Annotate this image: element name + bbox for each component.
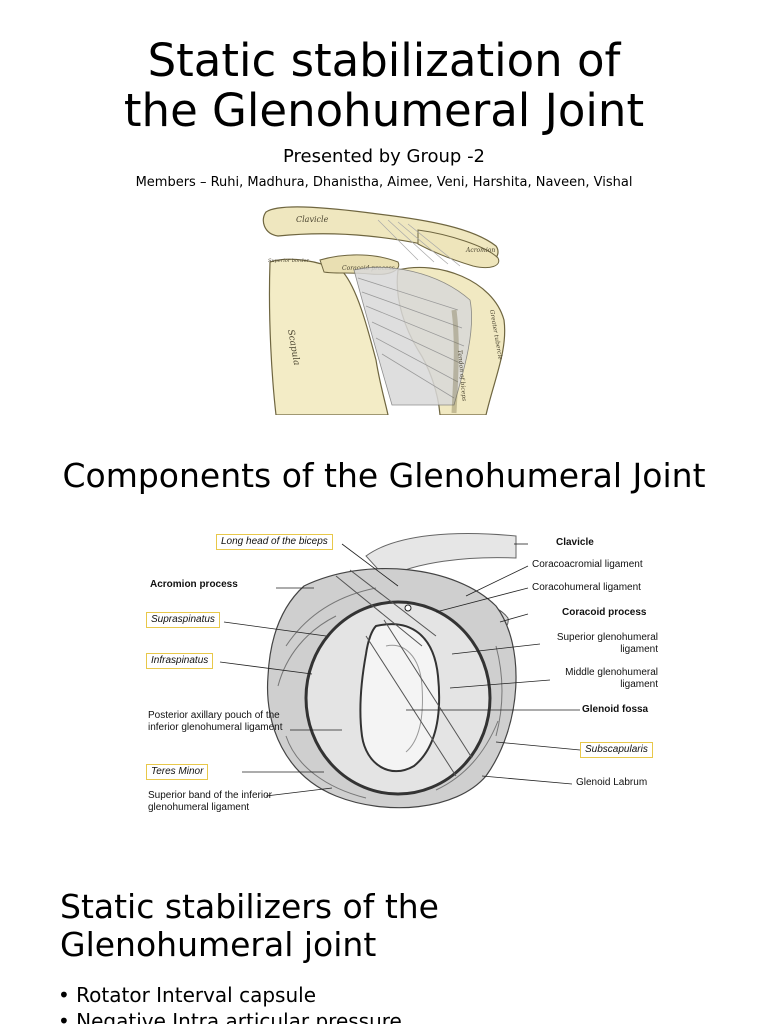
label-superior-band: Superior band of the inferior glenohumer… [148,790,298,814]
label-coracoid-process: Coracoid process [562,607,646,619]
label-posterior-axillary-pouch: Posterior axillary pouch of the inferior… [148,710,288,734]
label-coracoacromial-ligament: Coracoacromial ligament [532,559,643,571]
members-line: Members – Ruhi, Madhura, Dhanistha, Aime… [0,175,768,190]
label-glenoid-labrum: Glenoid Labrum [576,777,647,789]
list-item: Rotator Interval capsule [58,982,402,1008]
label-subscapularis: Subscapularis [580,742,653,758]
superior-border-label: Superior border [268,258,310,264]
label-teres-minor: Teres Minor [146,764,208,780]
presenter-line: Presented by Group -2 [0,146,768,167]
stabilizers-list: Rotator Interval capsule Negative Intra … [58,982,402,1024]
label-middle-glenohumeral-ligament: Middle glenohumeral ligament [548,667,658,691]
shoulder-anatomy-illustration: Clavicle Acromion Scapula Superior borde… [258,200,508,415]
static-stabilizers-title: Static stabilizers of the Glenohumeral j… [60,888,680,964]
slide-components: Components of the Glenohumeral Joint [0,442,768,852]
list-item: Negative Intra articular pressure [58,1008,402,1024]
clavicle-label: Clavicle [296,215,329,224]
label-supraspinatus: Supraspinatus [146,612,220,628]
acromion-label: Acromion [465,247,495,254]
label-clavicle: Clavicle [556,537,594,549]
slide-title: Static stabilization of the Glenohumeral… [0,0,768,430]
label-infraspinatus: Infraspinatus [146,653,213,669]
label-acromion-process: Acromion process [150,579,238,591]
label-glenoid-fossa: Glenoid fossa [582,704,648,716]
label-long-head-biceps: Long head of the biceps [216,534,333,550]
components-title: Components of the Glenohumeral Joint [60,456,708,534]
slide-static-stabilizers: Static stabilizers of the Glenohumeral j… [0,878,768,1024]
presentation-title: Static stabilization of the Glenohumeral… [0,36,768,136]
label-coracohumeral-ligament: Coracohumeral ligament [532,582,641,594]
label-superior-glenohumeral-ligament: Superior glenohumeral ligament [542,632,658,656]
